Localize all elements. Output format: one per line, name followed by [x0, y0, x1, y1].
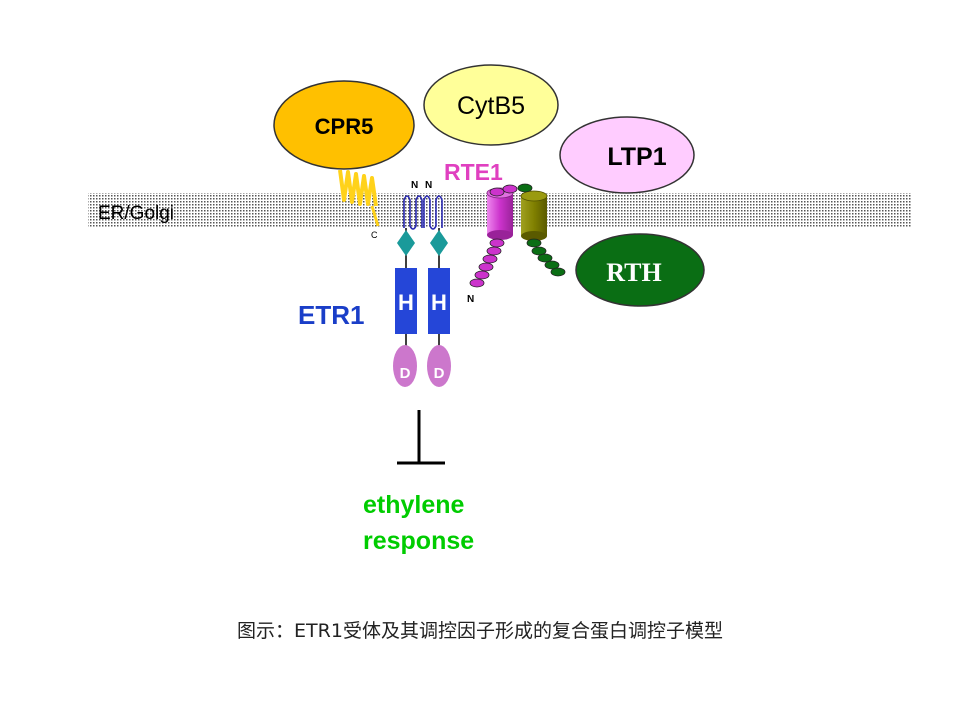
ltp1-ellipse — [559, 116, 695, 194]
figure-caption: 图示：ETR1受体及其调控因子形成的复合蛋白调控子模型 — [237, 620, 723, 642]
rth-protein: RTH — [575, 233, 705, 307]
rte1-bead-pink-4 — [478, 262, 494, 272]
rte1-cylinder-pink — [487, 193, 513, 235]
ethylene-response-line2: response — [363, 527, 474, 555]
ethylene-response-line1: ethylene — [363, 491, 465, 519]
cpr5-anchor — [338, 169, 378, 207]
membrane-label: ER/Golgi — [98, 203, 174, 224]
receiver-domain-left — [393, 345, 417, 387]
his-kinase-right — [428, 268, 450, 334]
rte1-bead-pink-2 — [486, 246, 502, 256]
rte1-cylinder-olive-top — [520, 190, 548, 202]
rte1-n-terminus-label: N — [467, 294, 474, 305]
rte1-bead-pink-3 — [482, 254, 498, 264]
rte1-bead-green-5 — [550, 267, 566, 277]
rte1-cylinder-pink-bottom — [487, 230, 513, 240]
receiver-label-right: D — [434, 365, 445, 382]
inhibition-symbol — [397, 410, 445, 465]
rte1-cylinder-olive-bottom — [521, 231, 547, 241]
cytb5-label: CytB5 — [457, 92, 525, 120]
receiver-label-left: D — [400, 365, 411, 382]
gaf-domain-left — [397, 230, 415, 256]
rte1-cylinder-olive — [521, 196, 547, 236]
rth-label: RTH — [606, 258, 661, 287]
n-terminus-label-1: N — [411, 180, 418, 191]
rte1-bead-green-3 — [537, 253, 553, 263]
rte1-bead-pink-5 — [474, 270, 490, 280]
his-kinase-left — [395, 268, 417, 334]
cytb5-protein: CytB5 — [423, 64, 559, 146]
ltp1-protein: LTP1 — [559, 116, 695, 194]
cpr5-anchor-tail — [370, 205, 380, 227]
rte1-bead-green-4 — [544, 260, 560, 270]
rte1-label: RTE1 — [444, 159, 503, 185]
receiver-domain-right — [427, 345, 451, 387]
ethylene-response: ethylene response — [363, 491, 474, 555]
cpr5-ellipse — [273, 80, 415, 170]
rth-ellipse — [575, 233, 705, 307]
etr1-tm-coil-left — [403, 195, 423, 230]
etr1-label: ETR1 — [298, 300, 364, 330]
etr1-receptor: H H D D ETR1 — [298, 228, 451, 387]
cytb5-ellipse — [423, 64, 559, 146]
rte1-bead-pink-6 — [469, 278, 485, 288]
rte1-bead-green-1 — [526, 238, 542, 248]
rte1-bead-green-2 — [531, 246, 547, 256]
etr1-tm-coil-right — [423, 195, 443, 230]
rte1-bead-top-1 — [489, 187, 505, 197]
ltp1-label: LTP1 — [607, 143, 666, 171]
rte1-bead-top-3 — [517, 183, 533, 193]
rte1-bead-top-2 — [502, 184, 518, 194]
cpr5-label: CPR5 — [315, 114, 374, 139]
rte1-protein: N — [467, 183, 566, 305]
c-terminus-label: C — [371, 230, 378, 240]
n-terminus-label-2: N — [425, 180, 432, 191]
his-kinase-label-left: H — [398, 290, 414, 315]
his-kinase-label-right: H — [431, 290, 447, 315]
rte1-bead-pink-1 — [489, 238, 505, 248]
gaf-domain-right — [430, 230, 448, 256]
cpr5-protein: CPR5 C — [273, 80, 415, 240]
etr1-transmembrane: N N — [403, 180, 443, 230]
